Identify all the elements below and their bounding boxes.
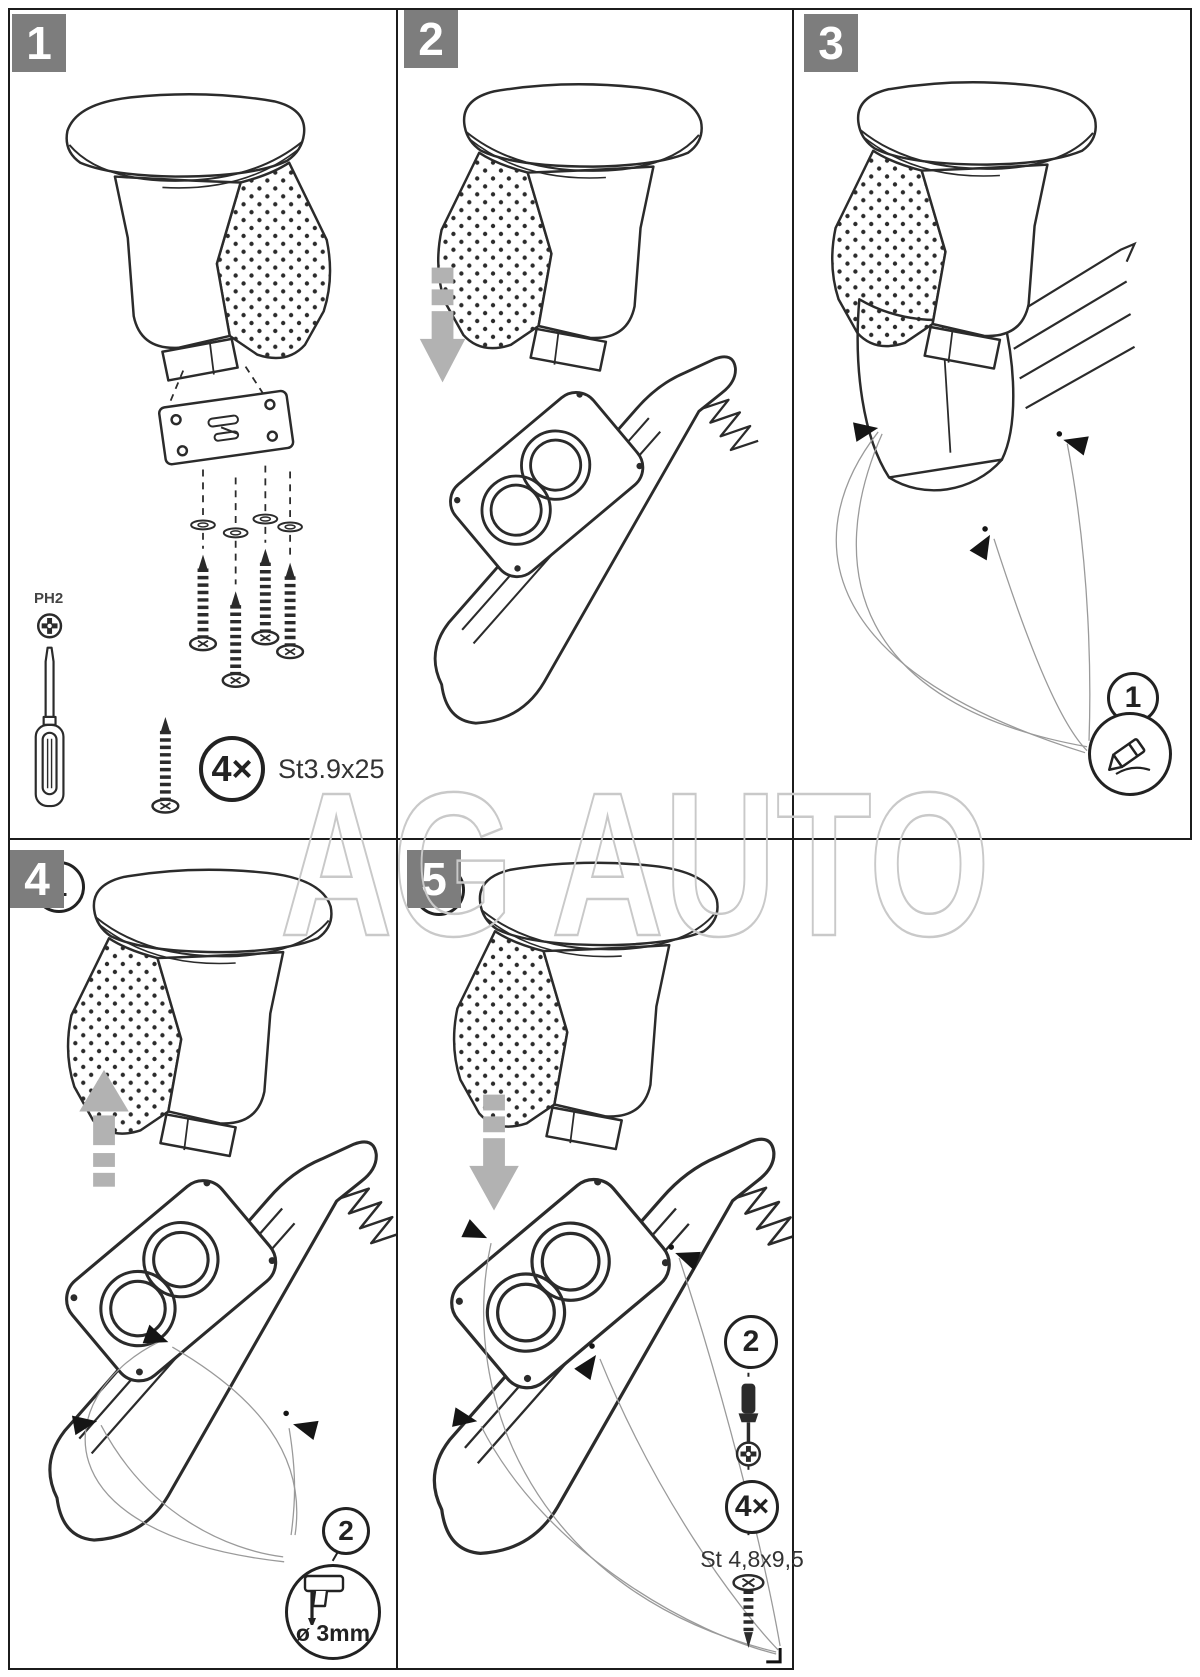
step2-illustration	[419, 83, 760, 725]
step-panel-4: 4 1	[8, 838, 398, 1670]
console-illustration	[433, 355, 760, 725]
step-number-2: 2	[404, 10, 458, 68]
screw-icon	[153, 717, 179, 813]
callout-2-label: 2	[742, 1325, 760, 1358]
mounting-plate	[157, 389, 295, 466]
step-panel-3: 3	[792, 8, 1192, 840]
mount-point-arrows	[71, 1324, 319, 1440]
washer-icon	[277, 521, 303, 533]
step-panel-1: 1	[8, 8, 398, 840]
drill-icon	[303, 1574, 345, 1625]
console-rails	[1007, 241, 1137, 410]
washer-icon	[252, 513, 279, 525]
step5-illustration	[432, 861, 792, 1664]
console-illustration	[48, 1140, 396, 1542]
phillips-bit-icon	[737, 1443, 760, 1466]
slide-down-arrow-icon	[469, 1094, 519, 1211]
qty-badge: 4×	[199, 736, 265, 802]
screw-spec-label: St3.9x25	[278, 754, 385, 784]
screw-spec-label: St 4,8x9,5	[700, 1546, 804, 1572]
ph2-label: PH2	[34, 590, 64, 607]
mount-point-arrows	[452, 1219, 701, 1432]
step-number-4: 4	[10, 850, 64, 908]
callout-2-badge: 2	[724, 1315, 778, 1369]
qty-label: 4×	[211, 748, 253, 789]
armrest-illustration	[436, 83, 703, 372]
step4-illustration	[48, 868, 396, 1563]
armrest-illustration	[65, 92, 332, 382]
washer-icon	[190, 519, 216, 531]
phillips-bit-icon	[38, 615, 61, 638]
step1-illustration	[34, 92, 332, 838]
screw-icon	[223, 591, 249, 687]
qty-badge: 4×	[725, 1480, 779, 1534]
drill-spec-label: ø 3mm	[295, 1620, 371, 1646]
washer-icon	[222, 527, 249, 539]
step-number-3: 3	[804, 14, 858, 72]
step-number-1: 1	[12, 14, 66, 72]
callout-2-label: 2	[338, 1515, 354, 1546]
leader-lines	[480, 1242, 781, 1655]
armrest-illustration	[831, 81, 1097, 370]
leader-lines	[84, 1341, 298, 1563]
screw-icon	[277, 563, 303, 659]
step-panel-5: 5	[396, 838, 804, 1670]
qty-label: 4×	[734, 1490, 770, 1523]
screw-icon	[734, 1575, 764, 1648]
drill-circle-badge: ø 3mm	[285, 1564, 381, 1660]
screw-icon	[190, 555, 216, 651]
armrest-illustration	[66, 868, 333, 1158]
leader-lines	[835, 431, 1091, 754]
callout-2-badge: 2	[322, 1507, 370, 1555]
step3-illustration	[831, 81, 1137, 754]
slide-down-arrow-icon	[419, 267, 466, 383]
marker-circle-badge	[1088, 712, 1172, 796]
mount-point-arrows	[853, 418, 1089, 561]
corner-bracket-mark	[766, 1648, 782, 1664]
screw-icon	[252, 549, 278, 645]
step-number-5: 5	[407, 850, 461, 908]
callout-1-label: 1	[1124, 681, 1142, 714]
step-panel-2: 2	[396, 8, 794, 840]
marker-icon	[1102, 737, 1152, 776]
lift-up-arrow-icon	[79, 1069, 129, 1187]
screwdriver-icon	[34, 646, 65, 808]
